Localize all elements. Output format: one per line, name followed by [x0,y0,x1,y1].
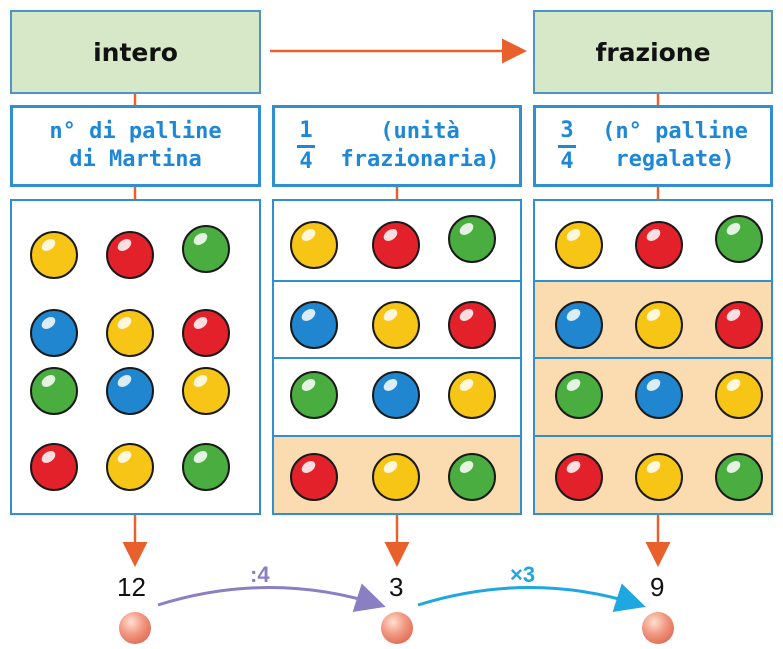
green-ball [290,371,338,419]
red-ball [182,309,230,357]
divide-arc [157,583,386,613]
green-ball [182,443,230,491]
fraction-denominator: 4 [299,148,313,174]
fraction-bar [297,144,315,148]
label-line: (n° palline [602,119,748,144]
yellow-ball [106,309,154,357]
red-ball [635,221,683,269]
label-line: frazionaria) [340,147,500,172]
number-fraction: 9 [650,572,665,602]
label-palline-martina: n° di palline di Martina [10,105,261,187]
yellow-ball [182,367,230,415]
header-intero: intero [10,10,261,94]
yellow-ball [30,231,78,279]
red-ball [106,231,154,279]
label-unita-frazionaria: 1 4 (unità frazionaria) [272,105,522,187]
yellow-ball [106,443,154,491]
blue-ball [372,371,420,419]
operation-multiply: ×3 [510,562,536,587]
yellow-ball [372,453,420,501]
green-ball [30,367,78,415]
red-ball [30,443,78,491]
yellow-ball [555,221,603,269]
fraction-numerator: 1 [299,117,313,143]
quarter-band [274,280,520,357]
node-circle [642,612,674,644]
blue-ball [635,371,683,419]
red-ball [372,221,420,269]
red-ball [290,453,338,501]
node-circle [119,612,151,644]
green-ball [448,453,496,501]
label-palline-regalate: 3 4 (n° palline regalate) [533,105,773,187]
fraction-numerator: 3 [560,117,574,143]
red-ball [715,301,763,349]
header-frazione: frazione [533,10,773,94]
fraction-bar [558,144,576,148]
label-line: di Martina [69,147,202,172]
multiply-arc [417,583,646,613]
number-unit: 3 [389,572,404,602]
yellow-ball [635,301,683,349]
quarter-band [274,357,520,435]
label-line: regalate) [615,147,735,172]
yellow-ball [290,221,338,269]
green-ball [555,371,603,419]
yellow-ball [448,371,496,419]
fraction-one-quarter: 1 4 [297,117,315,174]
label-line: (unità [380,119,460,144]
label-line: n° di palline [49,119,222,144]
blue-ball [290,301,338,349]
fraction-three-quarters: 3 4 [558,117,576,174]
green-ball [448,215,496,263]
green-ball [182,225,230,273]
red-ball [448,301,496,349]
fraction-denominator: 4 [560,148,574,174]
balls-box-whole [10,199,261,515]
red-ball [555,453,603,501]
yellow-ball [715,371,763,419]
blue-ball [555,301,603,349]
operation-divide: :4 [250,562,270,587]
green-ball [715,215,763,263]
yellow-ball [372,301,420,349]
number-whole: 12 [117,572,146,602]
balls-box-unit-fraction [272,199,522,515]
node-circle [381,612,413,644]
yellow-ball [635,453,683,501]
blue-ball [30,309,78,357]
green-ball [715,453,763,501]
balls-box-fraction [533,199,773,515]
blue-ball [106,367,154,415]
